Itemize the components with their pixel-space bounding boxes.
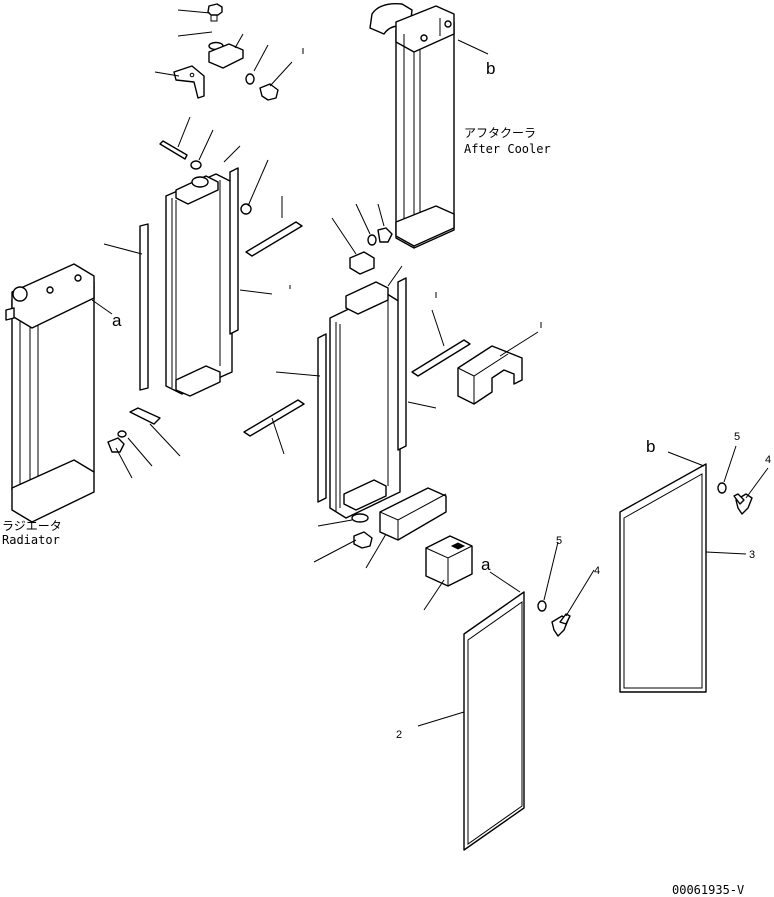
core-left-oring <box>240 203 252 215</box>
drawing-code: 00061935-V <box>672 883 744 897</box>
foam-blocks <box>365 322 542 611</box>
seal-strip-right-a <box>317 333 327 503</box>
part-number-5-lower: 5 <box>556 535 562 547</box>
center-right-core <box>243 203 471 519</box>
plug-center <box>353 531 373 549</box>
upper-bolt-right <box>259 83 279 101</box>
screen-net-b: b 3 <box>619 437 755 693</box>
upper-washer-right <box>245 73 255 85</box>
upper-bracket <box>173 65 205 99</box>
radiator-label-en: Radiator <box>2 533 60 547</box>
after-cooler-label-jp: アフタクーラ <box>464 126 536 140</box>
core-right-top-tank <box>345 281 389 315</box>
seal-strip-left <box>139 223 149 391</box>
center-left-core <box>165 145 303 397</box>
part-number-4-lower: 4 <box>594 565 600 577</box>
radiator-cap <box>12 286 28 302</box>
after-cooler-assembly: b アフタクーラ After Cooler <box>369 3 551 249</box>
seal-strip-right-b <box>397 277 407 451</box>
core-left-bottom-tank <box>175 365 221 397</box>
callout-b-screen: b <box>646 437 655 456</box>
center-bracket-top <box>349 251 375 275</box>
radiator-assembly: a ラジエータ Radiator <box>2 263 122 547</box>
long-bolt <box>159 140 188 160</box>
screen-frame-b <box>619 463 707 693</box>
screen-net-a: a <box>417 555 525 851</box>
callout-a-radiator: a <box>112 311 122 330</box>
washer-upper <box>717 482 727 494</box>
washer-lower <box>537 600 547 612</box>
top-hardware-group <box>154 3 304 170</box>
radiator-bottom-tank <box>11 459 95 523</box>
part-number-3: 3 <box>749 549 755 561</box>
foam-block-lower <box>425 535 473 587</box>
aftercooler-bottom-tank <box>395 205 455 247</box>
radiator-label-jp: ラジエータ <box>2 519 62 533</box>
left-seals-group <box>103 223 181 479</box>
part-number-2: 2 <box>396 729 402 741</box>
screen-frame-a <box>463 591 525 851</box>
left-small-bracket <box>129 407 161 425</box>
spacer-bar-right <box>411 339 471 377</box>
foam-block-middle <box>379 487 447 541</box>
part-number-4-upper: 4 <box>765 454 771 466</box>
wing-bolts: 5 4 5 4 2 <box>396 431 771 741</box>
spacer-bar-upper <box>245 221 303 257</box>
spacer-bar-center <box>243 399 305 437</box>
part-number-5-upper: 5 <box>734 431 740 443</box>
callout-a-screen: a <box>481 555 491 574</box>
center-small-parts <box>313 513 373 563</box>
core-frame-left <box>165 173 233 395</box>
foam-block-upper <box>457 345 523 405</box>
oring-center <box>351 513 369 523</box>
bolt-washer <box>190 160 202 170</box>
top-bolt <box>207 3 223 16</box>
core-right-bottom-tank <box>343 479 387 511</box>
aftercooler-top-tank <box>395 5 455 53</box>
seal-strip-center <box>229 167 239 335</box>
after-cooler-label-en: After Cooler <box>464 142 551 156</box>
upper-small-bracket <box>208 43 244 69</box>
callout-b-aftercooler: b <box>486 59 495 78</box>
